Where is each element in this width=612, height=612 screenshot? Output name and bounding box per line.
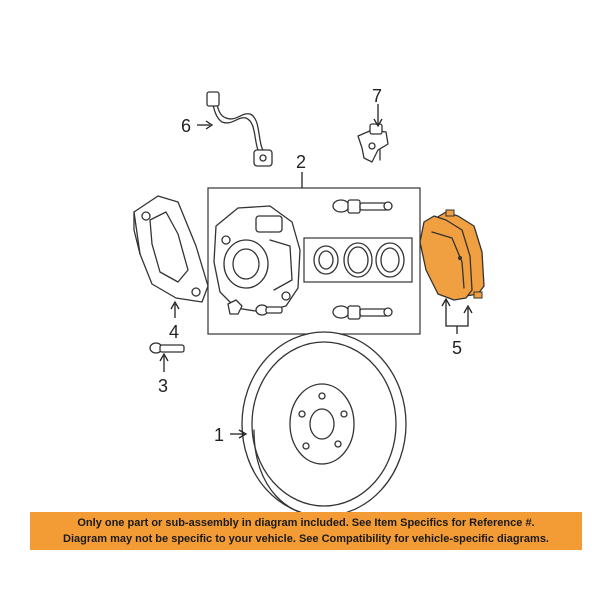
- callout-sensor: 7: [372, 86, 382, 106]
- disclaimer-banner: Only one part or sub-assembly in diagram…: [30, 512, 582, 550]
- callout-bracket: 4: [169, 322, 179, 342]
- speed-sensor: [357, 123, 389, 163]
- caliper-bolt: [255, 304, 283, 316]
- brake-rotor: [241, 331, 407, 517]
- callout-caliper: 2: [296, 152, 306, 172]
- caliper-bracket: [133, 195, 209, 303]
- guide-pin-lower: [332, 305, 393, 320]
- disclaimer-line-2: Diagram may not be specific to your vehi…: [63, 533, 549, 545]
- disclaimer-line-1: Only one part or sub-assembly in diagram…: [77, 517, 535, 529]
- leader-lines: [159, 104, 473, 439]
- brake-hose: [206, 91, 273, 167]
- piston-seal-kit: [303, 237, 413, 283]
- callout-rotor: 1: [214, 425, 224, 445]
- brake-pads: [419, 209, 485, 301]
- callout-pads: 5: [452, 338, 462, 358]
- callout-bolt: 3: [158, 376, 168, 396]
- bleeder-screw: [227, 299, 243, 315]
- callout-hose: 6: [181, 116, 191, 136]
- bracket-bolt: [149, 342, 185, 354]
- guide-pin-upper: [332, 199, 393, 214]
- caliper-body: [213, 205, 301, 313]
